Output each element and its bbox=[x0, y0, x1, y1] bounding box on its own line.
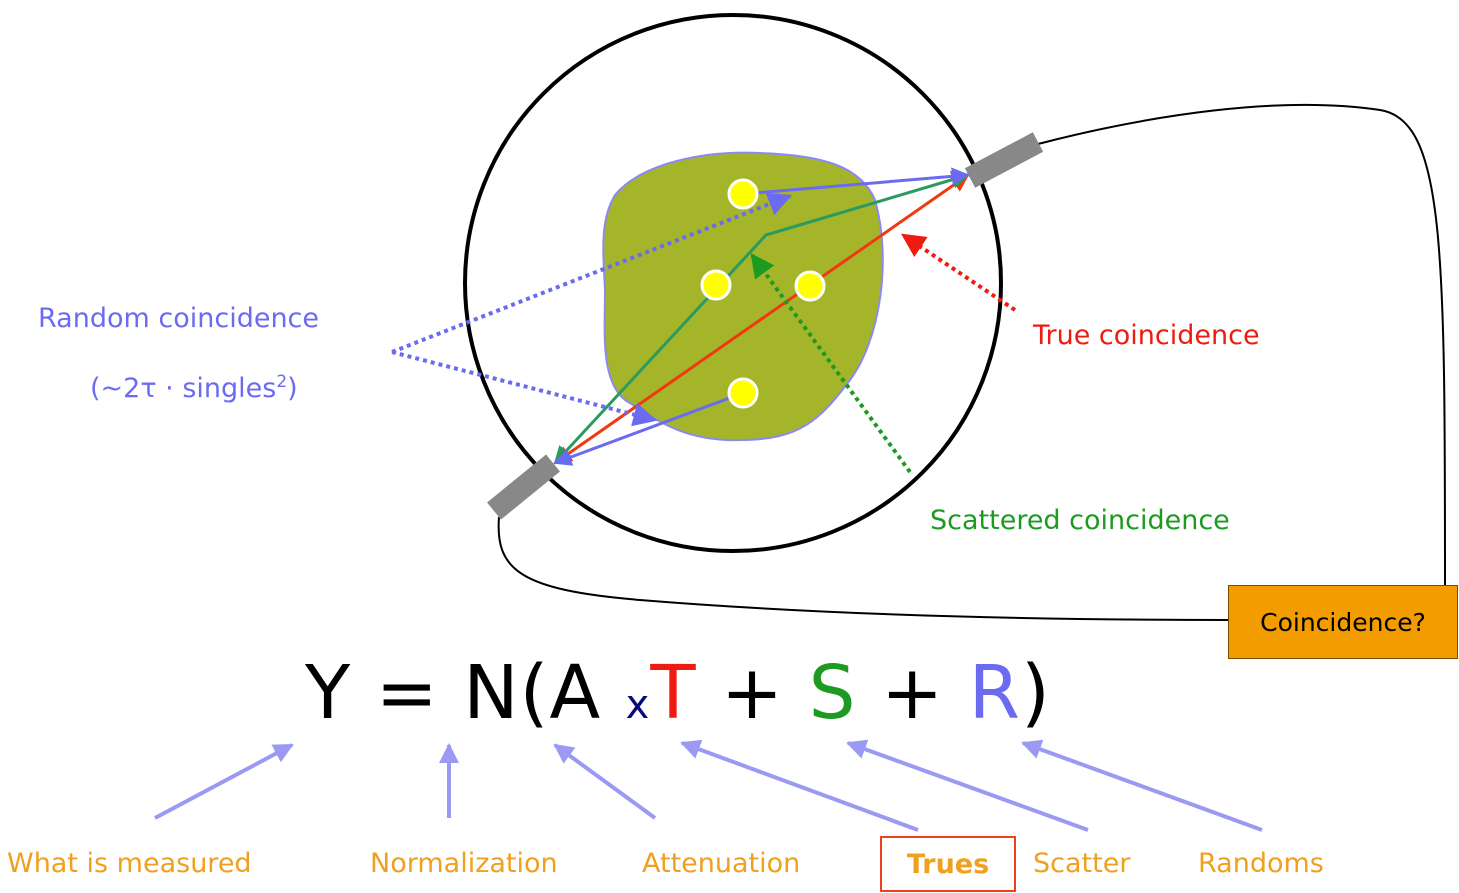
term-r: R bbox=[968, 650, 1022, 736]
random-pointer-bottom bbox=[391, 350, 658, 427]
scatter-path bbox=[553, 170, 970, 465]
scattered-coincidence-label: Scattered coincidence bbox=[930, 505, 1230, 536]
term-label-randoms: Randoms bbox=[1198, 848, 1324, 879]
term-label-scatter: Scatter bbox=[1033, 848, 1131, 879]
arrow-randoms bbox=[1021, 739, 1263, 832]
random-formula: (~2τ · singles2) bbox=[90, 372, 298, 404]
detector-cable-right bbox=[1037, 103, 1446, 591]
true-pointer bbox=[901, 233, 1017, 312]
term-label-trues: Trues bbox=[906, 848, 990, 880]
term-s: S bbox=[808, 650, 857, 736]
arrow-attenuation bbox=[553, 743, 657, 820]
trues-highlight-box: Trues bbox=[880, 836, 1016, 892]
term-label-normalization: Normalization bbox=[370, 848, 558, 879]
coincidence-box: Coincidence? bbox=[1228, 585, 1458, 659]
random-coincidence-label: Random coincidence bbox=[38, 303, 320, 334]
arrow-trues bbox=[680, 739, 919, 832]
term-label-attenuation: Attenuation bbox=[642, 848, 801, 879]
term-t: T bbox=[650, 650, 697, 736]
true-coincidence-label: True coincidence bbox=[1033, 320, 1260, 351]
arrow-scatter bbox=[846, 739, 1089, 832]
source-point bbox=[727, 377, 759, 409]
source-point bbox=[727, 178, 759, 210]
detector-cable-left bbox=[497, 516, 1229, 621]
source-point bbox=[700, 269, 732, 301]
scanner-ring bbox=[463, 13, 1003, 553]
equation: Y = N(A xT + S + R) bbox=[305, 650, 1051, 736]
term-label-measured: What is measured bbox=[7, 848, 252, 879]
arrow-measured bbox=[154, 743, 294, 820]
detector-left bbox=[487, 454, 560, 520]
random-path-bottom bbox=[553, 391, 744, 466]
source-point bbox=[794, 270, 826, 302]
detector-right bbox=[964, 132, 1044, 188]
random-path-top bbox=[742, 167, 970, 196]
